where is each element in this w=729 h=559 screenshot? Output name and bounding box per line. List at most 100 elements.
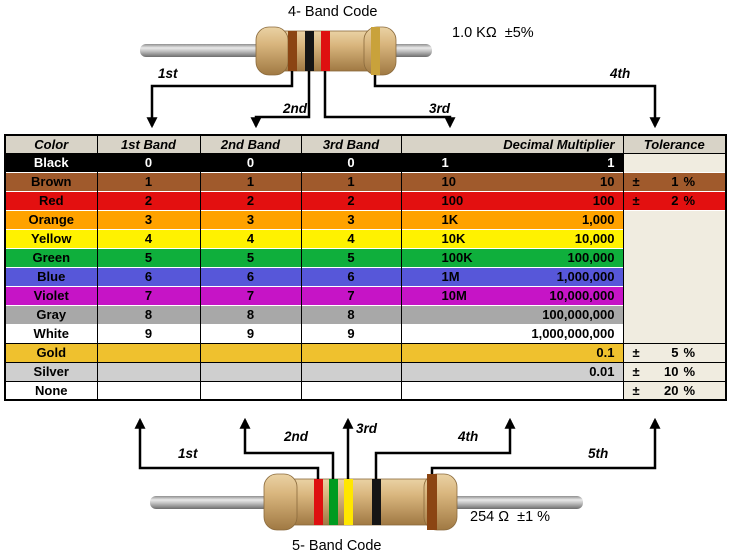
row-gray: Gray 8 8 8 100,000,000 [5,305,726,324]
label-top-4th: 4th [610,66,631,81]
band3-digit: 3 [300,210,401,229]
tolerance-value: 5 [671,345,679,360]
band1-digit: 4 [96,229,200,248]
four-band-title: 4- Band Code [288,4,378,20]
multiplier-short: 1 [441,155,449,170]
tolerance-cell: ±10% [622,362,726,381]
multiplier-full: 1,000,000 [556,269,615,284]
band2-digit: 1 [199,172,301,191]
band3-digit: 7 [300,286,401,305]
band3-digit: 1 [300,172,401,191]
multiplier-cell: 1M 1,000,000 [400,267,623,286]
multiplier-full: 1,000 [581,212,615,227]
tolerance-value: 10 [663,364,679,379]
tolerance-value: 2 [671,193,679,208]
color-name: White [33,326,69,341]
tolerance-sign: ± [632,174,640,189]
band-brown [427,474,437,530]
band1-digit: 0 [96,153,200,172]
tolerance-value: 1 [671,174,679,189]
four-band-resistor [140,26,432,76]
band3-digit: 5 [300,248,401,267]
multiplier-short: 10K [441,231,466,246]
band2-digit: 6 [199,267,301,286]
band2-digit: 8 [199,305,301,324]
color-name: Gray [36,307,67,322]
tolerance-percent: % [683,364,695,379]
band1-digit [96,362,200,381]
band-red [314,479,323,525]
multiplier-cell: 1,000,000,000 [400,324,623,343]
band2-digit: 2 [199,191,301,210]
arrow-bottom-4th [374,417,516,479]
band-black [305,31,314,71]
band1-digit: 7 [96,286,200,305]
multiplier-cell: 100,000,000 [400,305,623,324]
band1-digit: 9 [96,324,200,343]
color-name: Violet [33,288,69,303]
band-gold [371,27,380,75]
five-band-resistor [150,473,583,531]
multiplier-short: 10 [441,174,456,189]
band2-digit: 7 [199,286,301,305]
band1-digit: 3 [96,210,200,229]
label-top-2nd: 2nd [283,101,308,116]
color-name: Black [33,155,69,170]
color-name: Blue [37,269,66,284]
header-band1: 1st Band [96,135,200,154]
tolerance-merged-cell [622,210,726,343]
four-band-value: 1.0 KΩ ±5% [452,25,534,41]
arrow-top-2nd [250,71,311,129]
band1-digit: 2 [96,191,200,210]
five-band-value: 254 Ω ±1 % [470,509,551,525]
band1-digit: 1 [96,172,200,191]
header-band3: 3rd Band [300,135,401,154]
band3-digit [300,343,401,362]
band1-digit: 8 [96,305,200,324]
multiplier-full: 10,000 [574,231,615,246]
band1-digit [96,343,200,362]
band3-digit: 8 [300,305,401,324]
tolerance-sign: ± [632,364,640,379]
arrow-bottom-1st [134,417,320,479]
tolerance-percent: % [683,174,695,189]
multiplier-full: 100,000,000 [542,307,615,322]
color-name: Orange [28,212,74,227]
multiplier-short: 100K [441,250,473,265]
label-bottom-3rd: 3rd [356,421,378,436]
tolerance-percent: % [683,382,695,398]
label-bottom-5th: 5th [588,446,609,461]
band3-digit: 2 [300,191,401,210]
row-white: White 9 9 9 1,000,000,000 [5,324,726,343]
multiplier-short: 1K [441,212,459,227]
resistor-end-cap [263,473,298,531]
band2-digit: 0 [199,153,301,172]
top-arrows [146,71,661,129]
tolerance-cell: ±20% [622,381,726,400]
multiplier-full: 1,000,000,000 [531,326,615,341]
arrow-top-4th [373,75,661,129]
color-name: Red [38,193,64,208]
label-top-3rd: 3rd [429,101,451,116]
tolerance-sign: ± [632,193,640,208]
multiplier-full: 10,000,000 [549,288,615,303]
band2-digit [199,381,301,400]
multiplier-full: 0.1 [596,345,615,360]
tolerance-percent: % [683,193,695,208]
multiplier-short: 1M [441,269,460,284]
band3-digit: 0 [300,153,401,172]
tolerance-value: 20 [663,382,679,398]
multiplier-full: 100 [592,193,615,208]
band1-digit: 6 [96,267,200,286]
color-name: Silver [33,364,69,379]
tolerance-cell: ±1% [622,172,726,191]
tolerance-cell: ±2% [622,191,726,210]
